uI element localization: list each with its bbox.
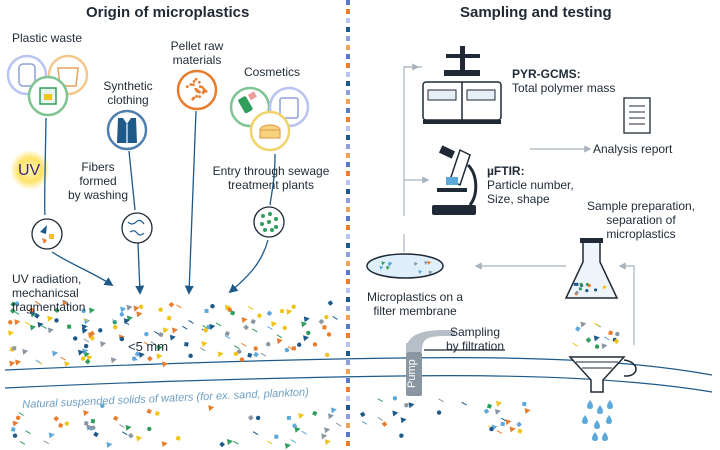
arrow-sewage [269,153,276,206]
uv-badge-label: UV [18,162,41,179]
label-report: Analysis report [593,142,673,156]
label-filter-line1: Microplastics on a [366,290,464,304]
label-filtration: Sampling by filtration [434,325,516,353]
water-line-upper [4,357,713,376]
label-sewage: Entry through sewage treatment plants [200,164,342,192]
label-fibers-line3: by washing [67,188,129,202]
label-ftir-desc: Particle number, Size, shape [487,178,574,206]
water-line-lower [4,375,713,393]
label-pyr-desc: Total polymer mass [512,81,616,95]
label-fibers: Fibers formed by washing [66,160,130,202]
label-prep-line3: microplastics [606,227,676,241]
pump-icon [406,330,455,396]
label-pump: Pump [406,359,418,388]
microplastic-particles [8,299,620,449]
label-prep-line1: Sample preparation, [586,199,696,213]
label-cosmetics: Cosmetics [244,65,301,79]
label-synthetic-line1: Synthetic [103,79,153,93]
funnel-icon [568,356,637,441]
cosmetics-icon [229,86,310,152]
arrow-pellet [184,110,197,295]
label-pyr-title: PYR-GCMS: [512,67,581,81]
label-sewage-line1: Entry through sewage [212,164,330,178]
report-document-icon [623,97,651,134]
label-uv-line1: UV radiation, [12,272,82,286]
label-filtration-line2: by filtration [445,339,505,353]
arrow-plastic-waste [43,117,47,216]
label-fibers-line2: formed [79,174,117,188]
arrow-synthetic [128,150,136,211]
label-filter-line2: filter membrane [373,304,457,318]
plastic-waste-icon [6,54,89,117]
left-section-title: Origin of microplastics [86,4,250,21]
label-sewage-line2: treatment plants [227,178,315,192]
magnifier-fibers [121,212,153,244]
synthetic-clothing-icon [106,109,148,151]
label-pellet-line1: Pellet raw [170,39,224,53]
label-prep-line2: separation of [606,213,676,227]
label-synthetic: Synthetic clothing [96,79,160,107]
arrow-synthetic-down [135,242,145,295]
label-uv-line3: fragmentation [12,300,86,314]
label-synthetic-line2: clothing [107,93,149,107]
label-ftir-line1: Particle number, [487,178,574,192]
connector-lab-main [403,66,422,216]
label-size: <5 mm [128,339,169,354]
label-pellet-line2: materials [172,53,222,67]
label-pellet: Pellet raw materials [162,39,232,67]
pellet-icon [176,69,218,111]
microscope-icon [432,145,478,215]
label-filter-membrane: Microplastics on a filter membrane [355,290,475,318]
filter-membrane-icon [366,253,444,279]
label-fibers-line1: Fibers [81,160,115,174]
pyr-gcms-instrument-icon [422,46,502,124]
arrow-sewage-down [228,239,269,294]
connector-funnel-flask [618,262,635,345]
label-plastic-waste: Plastic waste [12,31,83,45]
label-filtration-line1: Sampling [449,325,501,339]
right-section-title: Sampling and testing [460,4,612,21]
magnifier-sewage [253,206,285,238]
label-uv-line2: mechanicsal [12,286,79,300]
label-uv-radiation: UV radiation, mechanicsal fragmentation [12,272,85,314]
center-divider [346,0,350,446]
flask-icon [564,238,619,299]
label-sample-prep: Sample preparation, separation of microp… [576,199,706,241]
label-ftir-line2: Size, shape [487,192,550,206]
label-ftir-title: µFTIR: [487,164,525,178]
arrow-plastic-down [51,251,114,286]
magnifier-uv [31,218,63,250]
uv-sun-icon [10,150,50,190]
